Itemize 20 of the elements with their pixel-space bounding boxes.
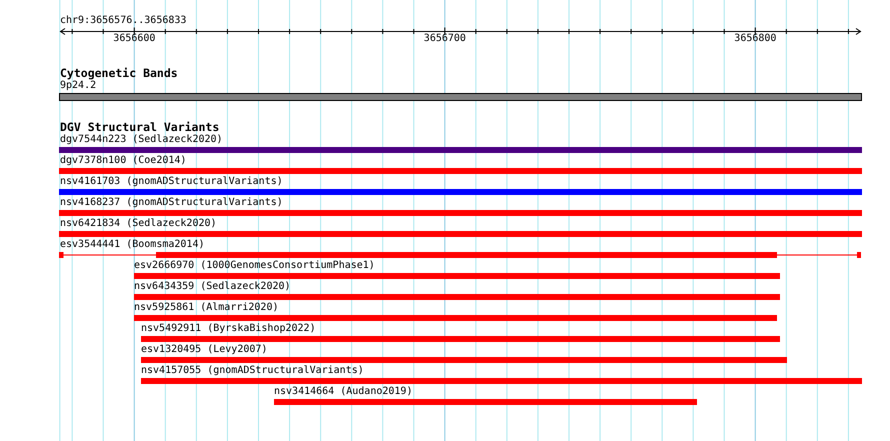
feature-label: nsv3414664 (Audano2019) bbox=[274, 386, 412, 397]
track-title: DGV Structural Variants bbox=[60, 121, 220, 134]
tick-label: 3656600 bbox=[113, 33, 156, 44]
feature-label: nsv4157055 (gnomADStructuralVariants) bbox=[141, 365, 364, 376]
tick-label: 3656700 bbox=[424, 33, 466, 44]
feature-label: dgv7544n223 (Sedlazeck2020) bbox=[60, 134, 223, 145]
feature-label: nsv4161703 (gnomADStructuralVariants) bbox=[60, 176, 283, 187]
feature-label: esv1320495 (Levy2007) bbox=[141, 344, 268, 355]
feature-label: nsv4168237 (gnomADStructuralVariants) bbox=[60, 197, 283, 208]
feature-label: dgv7378n100 (Coe2014) bbox=[60, 155, 186, 166]
feature-label: nsv5925861 (Almarri2020) bbox=[134, 302, 278, 313]
feature-label: esv2666970 (1000GenomesConsortiumPhase1) bbox=[134, 260, 375, 271]
tick-label: 3656800 bbox=[734, 33, 776, 44]
feature-label: nsv6421834 (Sedlazeck2020) bbox=[60, 218, 217, 229]
feature-label: nsv6434359 (Sedlazeck2020) bbox=[134, 281, 291, 292]
track-title: Cytogenetic Bands bbox=[60, 67, 178, 80]
feature-label: nsv5492911 (ByrskaBishop2022) bbox=[141, 323, 316, 334]
feature-label: esv3544441 (Boomsma2014) bbox=[60, 239, 204, 250]
band-label: 9p24.2 bbox=[60, 80, 96, 91]
location-label: chr9:3656576..3656833 bbox=[60, 15, 186, 26]
